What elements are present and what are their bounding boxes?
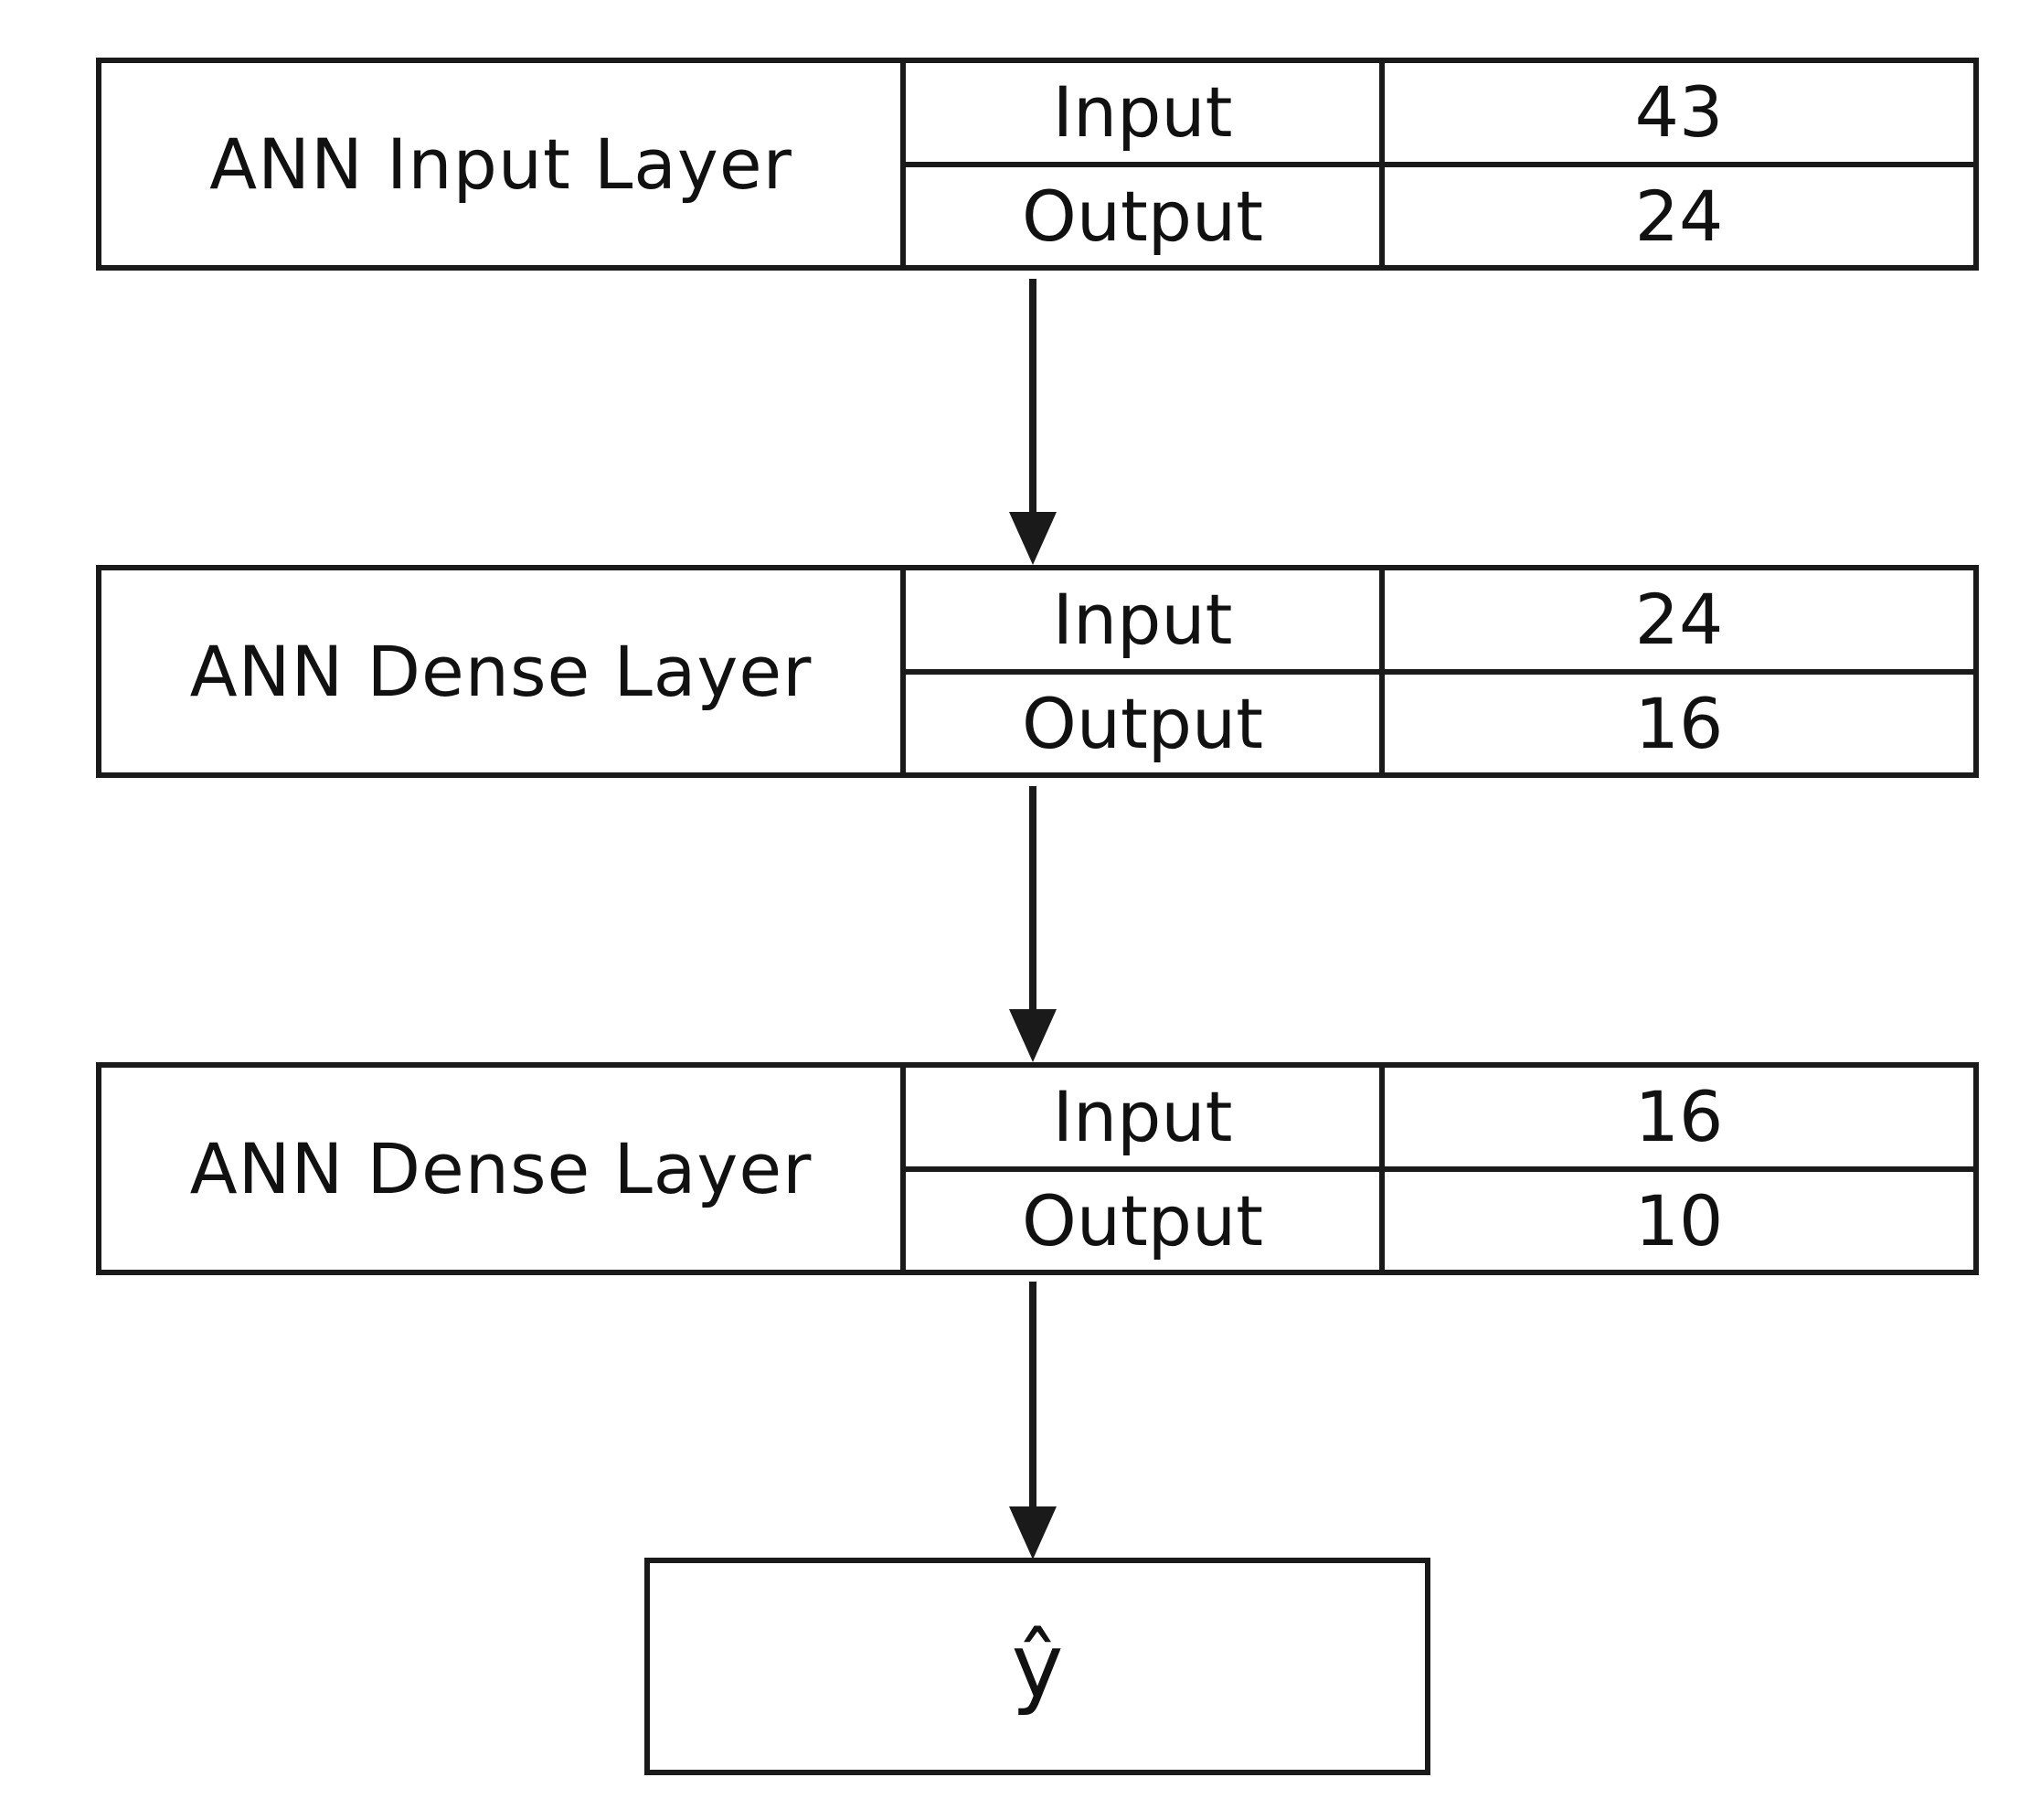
layer-box-input: ANN Input Layer Input 43 Output 24 <box>96 58 1979 271</box>
layer-box-dense-2: ANN Dense Layer Input 16 Output 10 <box>96 1062 1979 1275</box>
arrow-down-icon <box>1009 279 1057 565</box>
layer-io-grid: Input 16 Output 10 <box>906 1068 1973 1270</box>
input-row: Input 16 <box>906 1068 1973 1166</box>
input-value: 24 <box>1634 579 1724 661</box>
input-value: 16 <box>1634 1076 1724 1158</box>
output-label: Output <box>906 1171 1385 1270</box>
prediction-output-box: ŷ <box>644 1558 1430 1775</box>
input-label: Input <box>906 1068 1385 1166</box>
prediction-symbol: ŷ <box>1011 1615 1064 1718</box>
input-label: Input <box>906 63 1385 162</box>
output-row: Output 10 <box>906 1165 1973 1270</box>
layer-name: ANN Input Layer <box>101 63 906 265</box>
input-value: 43 <box>1634 71 1724 154</box>
input-label: Input <box>906 570 1385 669</box>
input-row: Input 24 <box>906 570 1973 669</box>
output-value: 24 <box>1634 175 1724 257</box>
layer-box-dense-1: ANN Dense Layer Input 24 Output 16 <box>96 565 1979 778</box>
layer-io-grid: Input 43 Output 24 <box>906 63 1973 265</box>
input-row: Input 43 <box>906 63 1973 162</box>
output-label: Output <box>906 166 1385 265</box>
arrow-down-icon <box>1009 1282 1057 1559</box>
output-label: Output <box>906 674 1385 772</box>
output-value: 10 <box>1634 1179 1724 1261</box>
arrow-down-icon <box>1009 786 1057 1062</box>
layer-io-grid: Input 24 Output 16 <box>906 570 1973 772</box>
output-row: Output 24 <box>906 161 1973 265</box>
layer-name: ANN Dense Layer <box>101 1068 906 1270</box>
output-row: Output 16 <box>906 668 1973 772</box>
output-value: 16 <box>1634 682 1724 764</box>
layer-name: ANN Dense Layer <box>101 570 906 772</box>
